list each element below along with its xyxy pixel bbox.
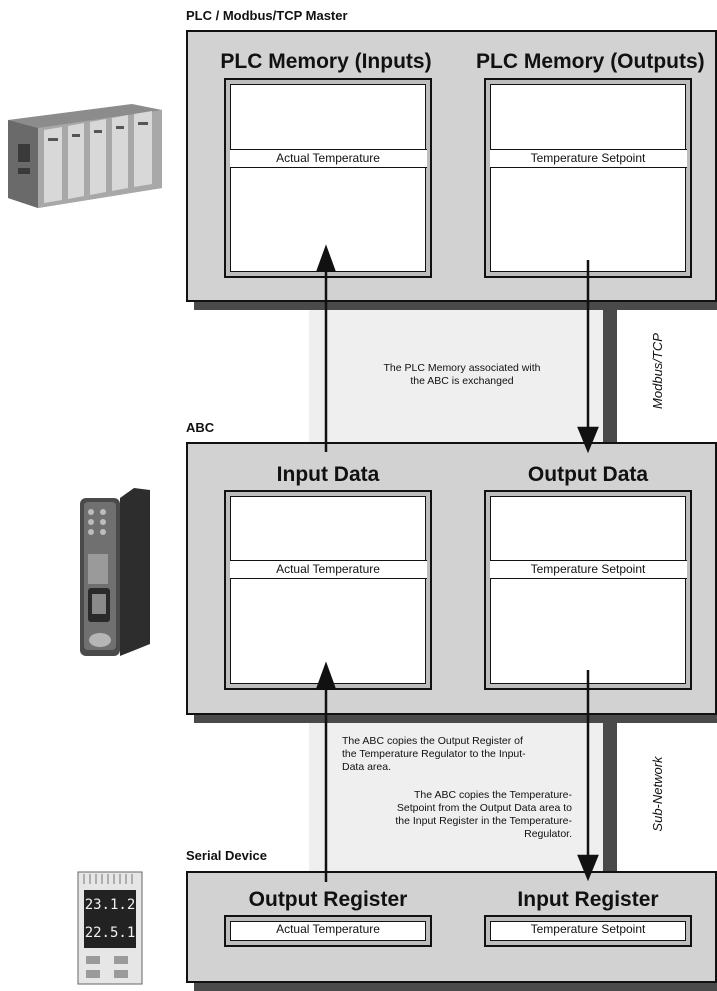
plc-inputs-memory-area: Actual Temperature (229, 84, 427, 272)
plc-device-icon (8, 104, 162, 208)
serial-device-icon: 23.1.2 22.5.1 (77, 871, 143, 985)
device-display-line-2: 22.5.1 (85, 925, 136, 941)
subnet-note-2-line: the Input Register in the Temperature- (395, 815, 572, 827)
abc-input-data: Actual Temperature (224, 490, 432, 690)
input-register: Temperature Setpoint (484, 915, 692, 947)
subnet-channel (309, 715, 603, 871)
subnet-channel-shadow (603, 715, 617, 871)
modbus-channel-shadow (603, 302, 617, 442)
device-display-line-1: 23.1.2 (85, 897, 136, 913)
output-register: Actual Temperature (224, 915, 432, 947)
subnet-note-2-line: Regulator. (524, 828, 572, 840)
subnet-note-2: The ABC copies the Temperature- Setpoint… (372, 789, 572, 841)
abc-output-title: Output Data (527, 463, 649, 486)
subnet-note-1-line: the Temperature Regulator to the Input- (342, 748, 526, 760)
subnet-note-1: The ABC copies the Output Register of th… (342, 735, 552, 774)
abc-input-row: Actual Temperature (229, 560, 427, 579)
subnet-up-arrowhead (316, 661, 336, 689)
abc-device-icon (80, 488, 150, 656)
plc-outputs-memory: Temperature Setpoint (484, 78, 692, 278)
subnet-down-arrowhead (577, 854, 599, 882)
abc-output-data-area: Temperature Setpoint (489, 496, 687, 684)
abc-input-title: Input Data (276, 463, 380, 486)
plc-outputs-row: Temperature Setpoint (489, 149, 687, 168)
plc-outputs-memory-area: Temperature Setpoint (489, 84, 687, 272)
plc-inputs-row: Actual Temperature (229, 149, 427, 168)
subnet-note-2-line: The ABC copies the Temperature- (414, 789, 572, 801)
plc-outputs-title: PLC Memory (Outputs) (476, 50, 705, 73)
modbus-note-line: The PLC Memory associated with (383, 362, 541, 374)
abc-output-data: Temperature Setpoint (484, 490, 692, 690)
subnet-note-1-line: The ABC copies the Output Register of (342, 735, 523, 747)
modbus-note: The PLC Memory associated with the ABC i… (372, 362, 552, 388)
abc-section-label: ABC (186, 420, 215, 435)
master-section-label: PLC / Modbus/TCP Master (186, 8, 348, 23)
plc-inputs-memory: Actual Temperature (224, 78, 432, 278)
modbus-up-arrowhead (316, 244, 336, 272)
input-register-value: Temperature Setpoint (490, 921, 686, 941)
plc-inputs-title: PLC Memory (Inputs) (220, 50, 432, 73)
subnet-note-1-line: Data area. (342, 761, 392, 773)
abc-input-data-area: Actual Temperature (229, 496, 427, 684)
abc-output-row: Temperature Setpoint (489, 560, 687, 579)
output-register-value: Actual Temperature (230, 921, 426, 941)
serial-section-label: Serial Device (186, 848, 267, 863)
subnet-note-2-line: Setpoint from the Output Data area to (396, 802, 572, 814)
output-register-title: Output Register (248, 888, 408, 911)
input-register-title: Input Register (517, 888, 659, 911)
modbus-note-line: the ABC is exchanged (410, 375, 514, 387)
modbus-channel (309, 302, 603, 442)
modbus-down-arrowhead (577, 426, 599, 454)
